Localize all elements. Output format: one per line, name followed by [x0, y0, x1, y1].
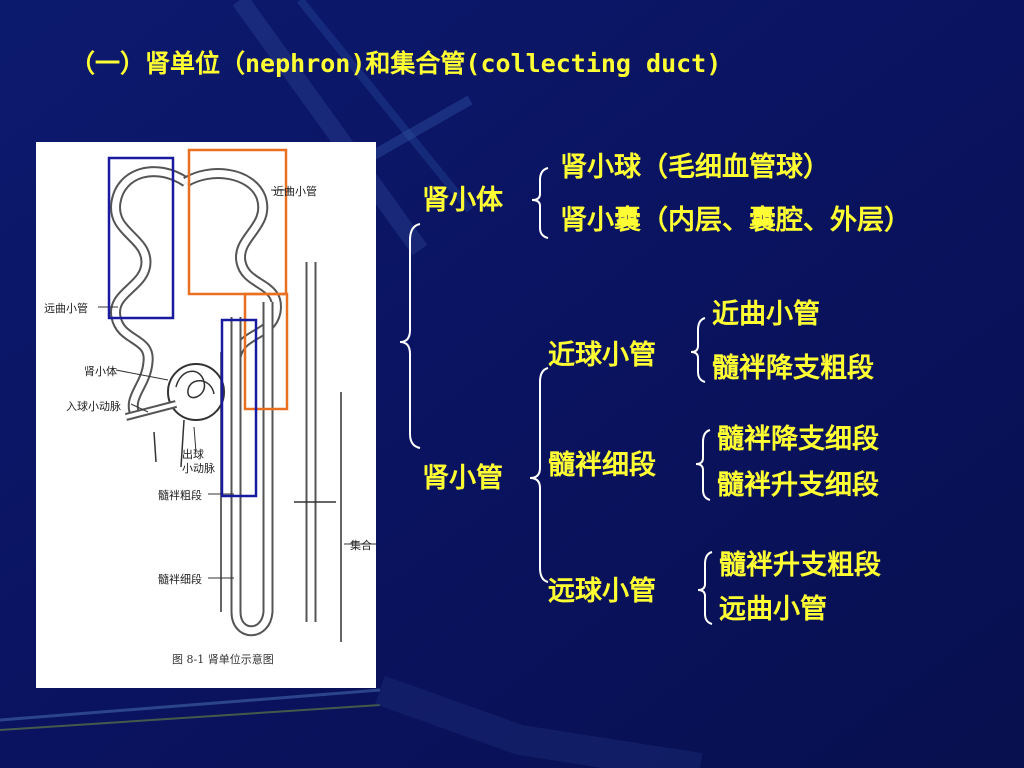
label-renal-corpuscle: 肾小体 — [84, 365, 117, 378]
label-proximal-convoluted: 近曲小管 — [273, 185, 317, 198]
nephron-drawing — [98, 148, 376, 642]
label-collecting-duct: 集合 — [350, 539, 372, 552]
label-distal-convoluted: 远曲小管 — [44, 302, 88, 315]
brace-distal — [697, 551, 713, 625]
node-glomerulus: 肾小球（毛细血管球） — [560, 152, 830, 183]
brace-nephron — [399, 223, 421, 449]
node-descending-thick: 髓袢降支粗段 — [712, 353, 874, 384]
label-efferent-arteriole-1: 出球 — [182, 448, 204, 461]
brace-renal-corpuscle — [531, 167, 549, 239]
label-afferent-arteriole: 入球小动脉 — [66, 400, 121, 413]
brace-thin — [695, 429, 711, 501]
node-renal-tubule: 肾小管 — [422, 463, 503, 494]
label-thick-segment: 髓袢粗段 — [158, 489, 202, 502]
nephron-figure: 近曲小管 远曲小管 肾小体 入球小动脉 出球 小动脉 髓袢粗段 髓袢细段 集合 … — [36, 142, 376, 688]
node-ascending-thick: 髓袢升支粗段 — [719, 550, 881, 581]
slide-title: （一）肾单位（nephron)和集合管(collecting duct) — [70, 49, 722, 78]
node-proximal-convoluted: 近曲小管 — [712, 299, 820, 330]
label-thin-segment: 髓袢细段 — [158, 573, 202, 586]
node-thin-segment: 髓袢细段 — [548, 450, 656, 481]
figure-caption: 图 8-1 肾单位示意图 — [172, 653, 274, 666]
label-efferent-arteriole-2: 小动脉 — [182, 462, 215, 475]
node-proximal-tubule: 近球小管 — [548, 340, 656, 371]
brace-proximal — [690, 317, 706, 383]
node-descending-thin: 髓袢降支细段 — [717, 424, 879, 455]
node-ascending-thin: 髓袢升支细段 — [717, 470, 879, 501]
node-distal-convoluted: 远曲小管 — [719, 594, 827, 625]
node-distal-tubule: 远球小管 — [548, 576, 656, 607]
node-renal-corpuscle: 肾小体 — [422, 185, 503, 216]
node-bowmans-capsule: 肾小囊（内层、囊腔、外层） — [560, 205, 911, 236]
brace-renal-tubule — [529, 367, 549, 583]
